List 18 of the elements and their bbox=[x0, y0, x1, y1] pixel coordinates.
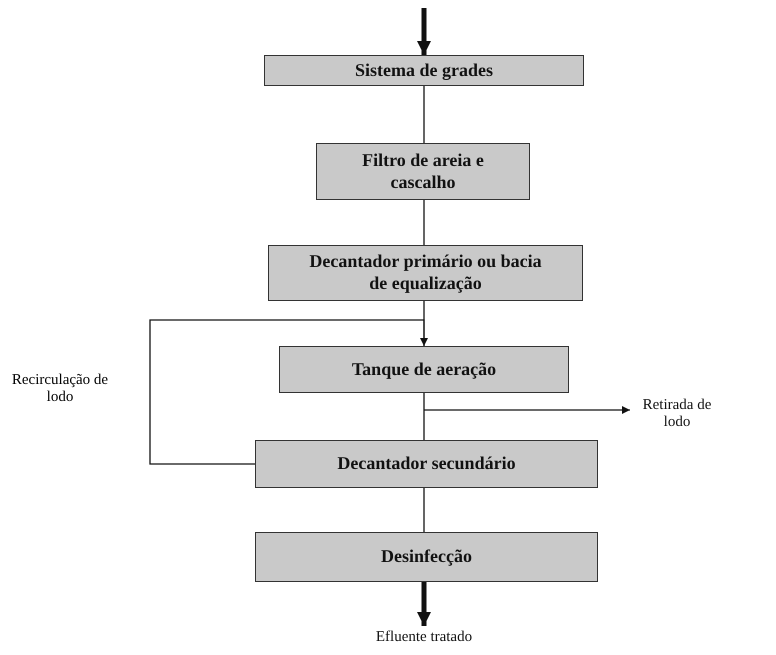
arrow bbox=[417, 8, 431, 55]
process-label: Decantador primário ou bacia de equalização bbox=[308, 251, 543, 295]
process-box bbox=[255, 440, 598, 488]
process-label: Filtro de areia e cascalho bbox=[361, 150, 485, 194]
arrow bbox=[417, 582, 431, 626]
process-label: Desinfecção bbox=[381, 546, 472, 568]
flow-label: Retirada de lodo bbox=[642, 396, 712, 432]
process-box bbox=[279, 346, 569, 393]
process-box bbox=[316, 143, 530, 200]
process-box bbox=[255, 532, 598, 582]
process-label: Decantador secundário bbox=[337, 453, 516, 475]
process-box bbox=[268, 245, 583, 301]
arrow bbox=[149, 319, 428, 465]
arrow bbox=[424, 406, 630, 414]
process-label: Tanque de aeração bbox=[352, 358, 496, 380]
process-label: Sistema de grades bbox=[355, 60, 493, 82]
flow-label: Efluente tratado bbox=[376, 629, 472, 647]
process-box bbox=[264, 55, 584, 86]
